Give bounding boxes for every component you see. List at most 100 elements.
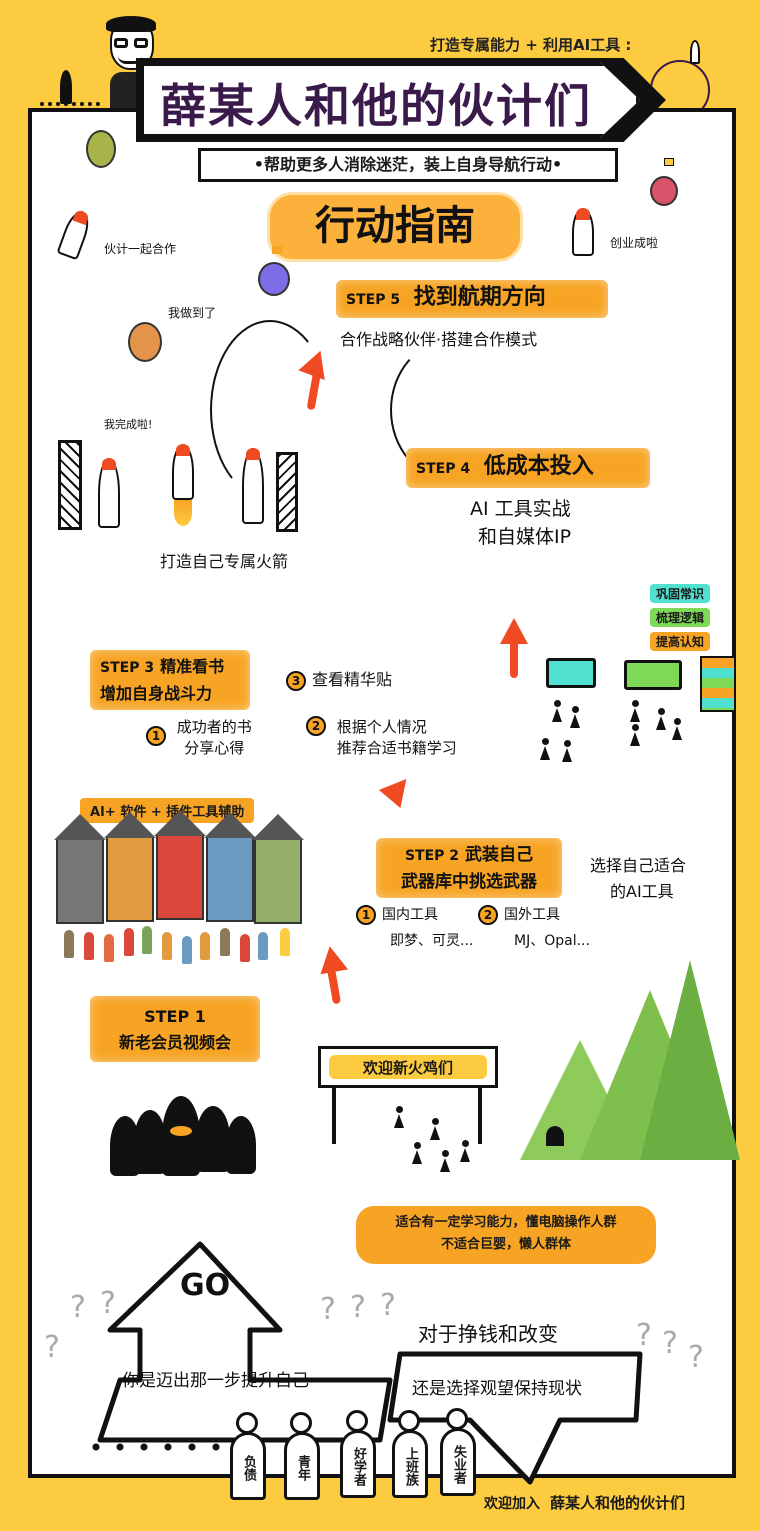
orange-planet-icon — [128, 322, 162, 362]
small-rocket-icon — [60, 70, 72, 104]
persona-head — [398, 1410, 420, 1432]
armory-house-icon — [54, 814, 106, 924]
foreign-tools-label: 国外工具 — [504, 907, 560, 923]
step-2-number: STEP 2 — [404, 848, 460, 864]
rocket-icon — [242, 448, 264, 524]
go-label: GO — [180, 1268, 231, 1303]
launch-tower-icon — [58, 440, 82, 530]
top-tagline: 打造专属能力 + 利用AI工具 : — [430, 36, 632, 54]
connector-line — [390, 340, 510, 480]
subtitle: •帮助更多人消除迷茫，装上自身导航行动• — [198, 148, 618, 182]
question-mark-icon: ? — [380, 1288, 396, 1323]
figures-icon — [40, 88, 100, 106]
audience-note: 适合有一定学习能力，懂电脑操作人群 不适合巨婴，懒人群体 — [356, 1206, 656, 1264]
number-2-badge: 2 — [306, 716, 326, 736]
persona-youth: 青年 — [284, 1432, 320, 1500]
startup-label: 创业成啦 — [610, 236, 659, 250]
step-1-box: STEP 1 新老会员视频会 — [90, 996, 260, 1062]
kid-icon — [84, 932, 94, 960]
question-mark-icon: ? — [688, 1340, 704, 1375]
question-mark-icon: ? — [44, 1330, 60, 1365]
kid-icon — [220, 928, 230, 956]
tag-improve-cognition: 提高认知 — [650, 632, 711, 651]
rocket-on-moon-icon — [690, 40, 700, 64]
books-stack-icon — [700, 656, 736, 712]
cheering-person-icon — [412, 1142, 422, 1164]
step-3-title-line-2: 增加自身战斗力 — [100, 684, 213, 703]
flame-icon — [174, 500, 192, 526]
foreign-tools: 2 国外工具 — [478, 904, 560, 925]
step-3-item-2-line-2: 推荐合适书籍学习 — [336, 739, 457, 757]
step-2-side-note-1: 选择自己适合 — [590, 856, 687, 875]
number-2-badge: 2 — [478, 905, 498, 925]
rocket-icon — [98, 458, 120, 528]
persona-head — [290, 1412, 312, 1434]
footer-prefix: 欢迎加入 — [484, 1496, 540, 1512]
partners-label: 伙计一起合作 — [104, 242, 177, 256]
i-did-it-label: 我做到了 — [168, 306, 217, 320]
connector-line — [210, 320, 330, 500]
audience-person-icon — [656, 708, 666, 730]
persona-head — [346, 1410, 368, 1432]
step-5-number: STEP 5 — [346, 292, 401, 308]
persona-office-worker: 上班族 — [392, 1430, 428, 1498]
page-title: 薛某人和他的伙计们 — [160, 79, 592, 133]
number-1-badge: 1 — [356, 905, 376, 925]
presentation-screen-icon — [624, 660, 682, 690]
domestic-tools: 1 国内工具 — [356, 904, 438, 925]
build-rocket-caption: 打造自己专属火箭 — [160, 552, 289, 571]
question-mark-icon: ? — [350, 1290, 366, 1325]
step-2-title: 武装自己 — [465, 845, 534, 865]
welcome-sign-text: 欢迎新火鸡们 — [329, 1055, 487, 1079]
question-mark-icon: ? — [70, 1290, 86, 1325]
rocket-icon — [572, 208, 594, 256]
purple-planet-icon — [258, 262, 290, 296]
audience-person-icon — [570, 706, 580, 728]
step-3-number: STEP 3 — [100, 660, 155, 676]
step-3-box: STEP 3 精准看书 增加自身战斗力 — [90, 650, 250, 710]
launching-rocket-icon — [172, 444, 194, 500]
sign-post — [478, 1088, 482, 1144]
kid-icon — [182, 936, 192, 964]
welcome-sign: 欢迎新火鸡们 — [318, 1046, 498, 1088]
step-3-title: 精准看书 — [160, 657, 225, 676]
domestic-tools-label: 国内工具 — [382, 907, 438, 923]
kid-icon — [280, 928, 290, 956]
step-2-title-line-2: 武器库中挑选武器 — [401, 872, 537, 892]
option-step-up: 你是迈出那一步提升自己 — [122, 1371, 309, 1391]
step-2-side-note-2: 的AI工具 — [610, 882, 674, 901]
cheering-person-icon — [430, 1118, 440, 1140]
armory-house-icon — [204, 812, 256, 922]
kid-icon — [64, 930, 74, 958]
kid-icon — [104, 934, 114, 962]
armory-house-icon — [154, 810, 206, 920]
foreign-tools-examples: MJ、Opal... — [514, 933, 590, 949]
footer-brand: 薛某人和他的伙计们 — [550, 1494, 686, 1512]
kid-icon — [124, 928, 134, 956]
dots-decoration — [84, 1440, 224, 1454]
audience-note-line-2: 不适合巨婴，懒人群体 — [440, 1237, 571, 1252]
armory-house-icon — [104, 812, 156, 922]
step-2-box: STEP 2 武装自己 武器库中挑选武器 — [376, 838, 562, 898]
step-5-description: 合作战略伙伴·搭建合作模式 — [340, 330, 538, 349]
tag-consolidate-knowledge: 巩固常识 — [650, 584, 711, 603]
audience-note-line-1: 适合有一定学习能力，懂电脑操作人群 — [395, 1215, 617, 1230]
launch-tower-icon — [276, 452, 298, 532]
i-completed-label: 我完成啦! — [104, 418, 153, 431]
step-5-title: 找到航期方向 — [413, 285, 546, 310]
kid-icon — [162, 932, 172, 960]
tag-organize-logic: 梳理逻辑 — [650, 608, 711, 627]
presentation-screen-icon — [546, 658, 596, 688]
kid-icon — [258, 932, 268, 960]
footer: 欢迎加入薛某人和他的伙计们 — [484, 1492, 685, 1513]
step-1-title: 新老会员视频会 — [118, 1033, 231, 1052]
progress-arrow-stem — [510, 640, 518, 678]
persona-learner: 好学者 — [340, 1430, 376, 1498]
question-mark-icon: ? — [662, 1326, 678, 1361]
audience-person-icon — [552, 700, 562, 722]
question-mark-icon: ? — [100, 1286, 116, 1321]
progress-arrow-icon — [500, 618, 528, 644]
option-observe: 还是选择观望保持现状 — [412, 1379, 582, 1399]
step-4-box: STEP 4 低成本投入 — [406, 448, 650, 488]
